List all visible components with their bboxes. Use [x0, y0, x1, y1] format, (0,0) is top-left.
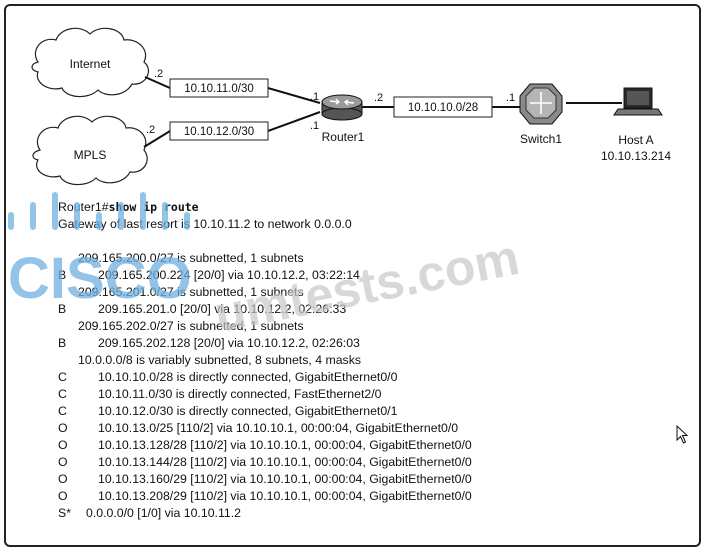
route-code: B	[58, 268, 67, 282]
subnet-box-internet: 10.10.11.0/30	[169, 78, 269, 98]
command-line: Router1#show ip route	[58, 199, 199, 216]
route-line: O 10.10.13.160/29 [110/2] via 10.10.10.1,…	[58, 471, 678, 488]
route-text: 209.165.200.224 [20/0] via 10.10.12.2, 0…	[98, 268, 360, 282]
route-text: 209.165.200.0/27 is subnetted, 1 subnets	[78, 251, 304, 265]
mpls-label: MPLS	[74, 148, 107, 162]
route-line: B 209.165.200.224 [20/0] via 10.10.12.2, …	[58, 267, 678, 284]
internet-subnet-label: 10.10.11.0/30	[184, 83, 254, 95]
route-text: 209.165.201.0 [20/0] via 10.10.12.2, 02:…	[98, 302, 347, 316]
route-text: 10.10.13.0/25 [110/2] via 10.10.10.1, 00…	[98, 421, 459, 435]
route-line: C 10.10.12.0/30 is directly connected, Gi…	[58, 403, 678, 420]
route-line: B 209.165.202.128 [20/0] via 10.10.12.2, …	[58, 335, 678, 352]
route-code: C	[58, 404, 67, 418]
route-code: B	[58, 336, 67, 350]
gateway-line: Gateway of last resort is 10.10.11.2 to …	[58, 217, 352, 231]
route-text: 209.165.202.128 [20/0] via 10.10.12.2, 0…	[98, 336, 360, 350]
route-line: O 10.10.13.144/28 [110/2] via 10.10.10.1,…	[58, 454, 678, 471]
subnet-box-switch: 10.10.10.0/28	[393, 96, 493, 118]
internet-if-label: .2	[154, 68, 163, 80]
router-icon	[321, 94, 363, 121]
route-text: 209.165.201.0/27 is subnetted, 1 subnets	[78, 285, 304, 299]
host-label: Host A	[618, 133, 653, 147]
router-label: Router1	[322, 130, 365, 144]
route-line: C 10.10.10.0/28 is directly connected, Gi…	[58, 369, 678, 386]
mpls-cloud: MPLS	[32, 115, 148, 186]
route-code: O	[58, 438, 68, 452]
route-text: 10.0.0.0/8 is variably subnetted, 8 subn…	[78, 353, 361, 367]
mouse-cursor-icon	[676, 425, 689, 444]
route-line: 209.165.201.0/27 is subnetted, 1 subnets	[58, 284, 678, 301]
route-code: S*	[58, 506, 71, 520]
route-line: C 10.10.11.0/30 is directly connected, Fa…	[58, 386, 678, 403]
route-line: B 209.165.201.0 [20/0] via 10.10.12.2, 02…	[58, 301, 678, 318]
host-ip-label: 10.10.13.214	[601, 149, 671, 163]
host-laptop-icon	[613, 87, 663, 116]
route-code: O	[58, 455, 68, 469]
cli-prompt: Router1#	[58, 200, 109, 214]
route-code: C	[58, 370, 67, 384]
route-text: 10.10.10.0/28 is directly connected, Gig…	[98, 370, 398, 384]
route-code: O	[58, 472, 68, 486]
switch-label: Switch1	[520, 132, 562, 146]
route-text: 10.10.13.160/29 [110/2] via 10.10.10.1, …	[98, 472, 472, 486]
subnet-box-mpls: 10.10.12.0/30	[169, 121, 269, 141]
route-text: 10.10.11.0/30 is directly connected, Fas…	[98, 387, 382, 401]
mpls-if-label: .2	[146, 124, 155, 136]
route-text: 0.0.0.0/0 [1/0] via 10.10.11.2	[86, 506, 241, 520]
internet-label: Internet	[70, 57, 111, 71]
route-text: 10.10.12.0/30 is directly connected, Gig…	[98, 404, 398, 418]
route-line: O 10.10.13.208/29 [110/2] via 10.10.10.1,…	[58, 488, 678, 505]
mpls-subnet-label: 10.10.12.0/30	[184, 126, 254, 138]
router-mpls-if-label: .1	[310, 120, 319, 132]
route-text: 209.165.202.0/27 is subnetted, 1 subnets	[78, 319, 304, 333]
route-line: O 10.10.13.128/28 [110/2] via 10.10.10.1,…	[58, 437, 678, 454]
router-switch-if-label: .2	[374, 92, 383, 104]
route-line: O 10.10.13.0/25 [110/2] via 10.10.10.1, 0…	[58, 420, 678, 437]
internet-cloud: Internet	[31, 27, 149, 98]
network-diagram: Internet MPLS 10.10.11.0/30 10.10.12.0/3…	[31, 27, 671, 186]
route-text: 10.10.13.208/29 [110/2] via 10.10.10.1, …	[98, 489, 472, 503]
cli-command: show ip route	[108, 200, 199, 214]
route-text: 10.10.13.128/28 [110/2] via 10.10.10.1, …	[98, 438, 472, 452]
route-line: 10.0.0.0/8 is variably subnetted, 8 subn…	[58, 352, 678, 369]
route-text: 10.10.13.144/28 [110/2] via 10.10.10.1, …	[98, 455, 472, 469]
route-line: 209.165.202.0/27 is subnetted, 1 subnets	[58, 318, 678, 335]
switch-subnet-label: 10.10.10.0/28	[408, 102, 478, 114]
switch-icon	[519, 83, 563, 125]
switch-if-label: .1	[506, 92, 515, 104]
route-line: 209.165.200.0/27 is subnetted, 1 subnets	[58, 250, 678, 267]
route-code: C	[58, 387, 67, 401]
route-code: O	[58, 489, 68, 503]
route-code: O	[58, 421, 68, 435]
router-inet-if-label: .1	[310, 91, 319, 103]
image-frame	[4, 4, 701, 547]
route-line: S* 0.0.0.0/0 [1/0] via 10.10.11.2	[58, 505, 678, 522]
route-code: B	[58, 302, 67, 316]
